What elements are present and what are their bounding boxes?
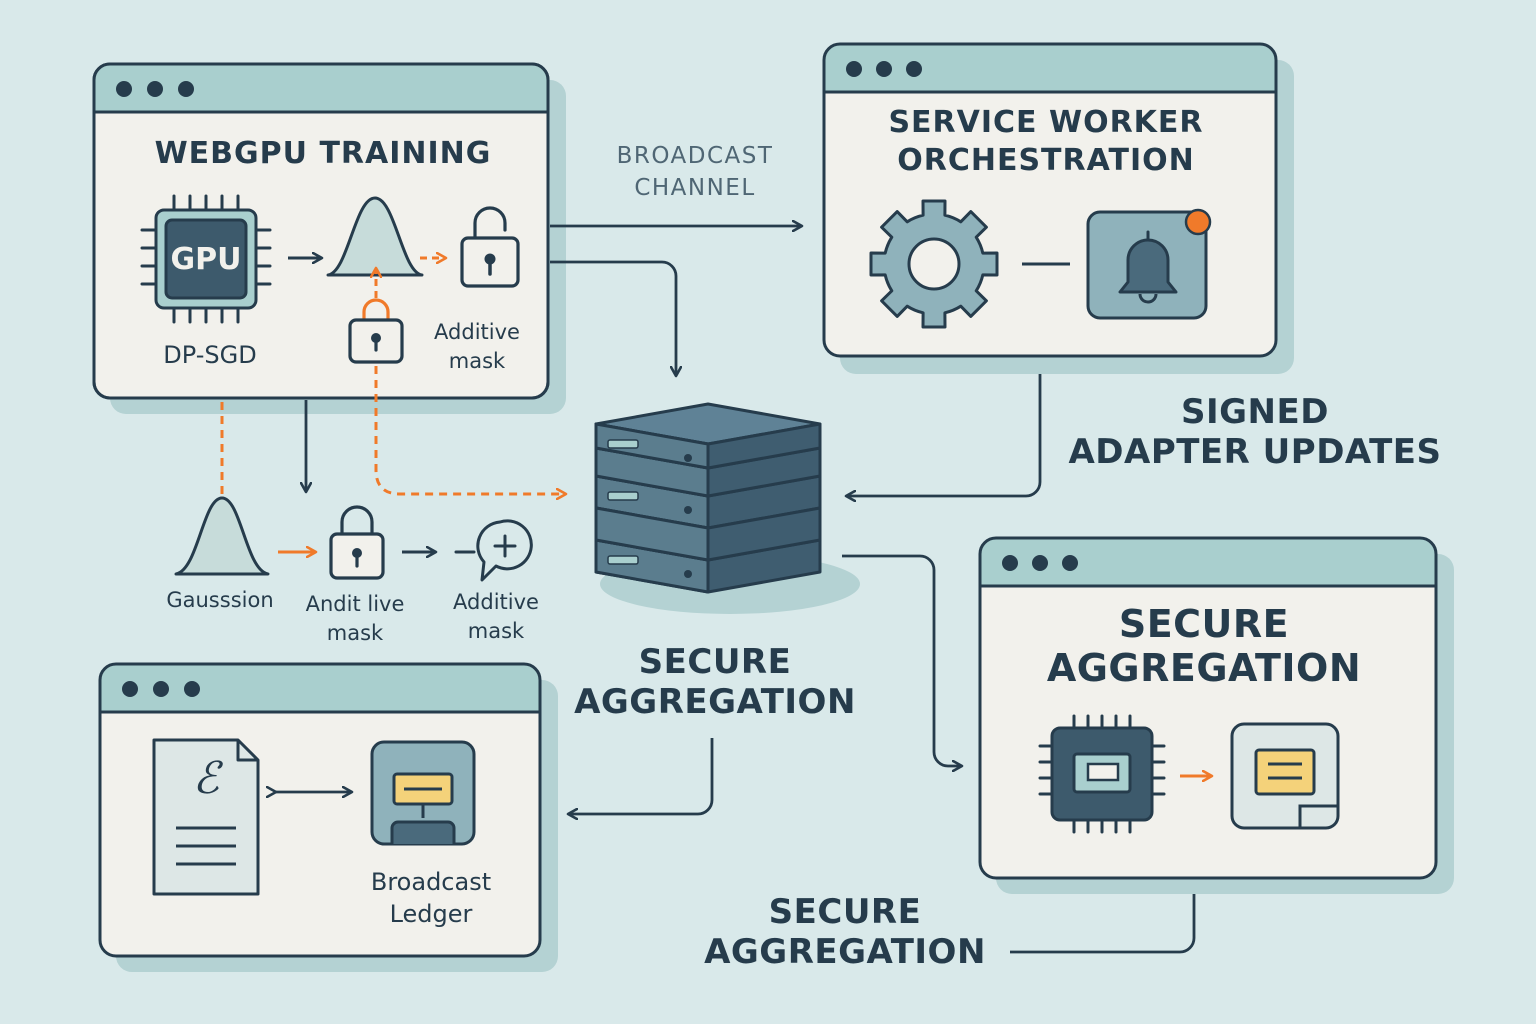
unlocked-padlock-icon bbox=[460, 206, 520, 288]
dashed-connector bbox=[374, 366, 566, 494]
gpu-chip-icon bbox=[140, 194, 272, 324]
training-window bbox=[92, 62, 566, 414]
ledger-caption-line1: Broadcast bbox=[370, 868, 492, 896]
window-dot-icon bbox=[147, 81, 163, 97]
gear-icon bbox=[869, 199, 999, 329]
window-dot-icon bbox=[184, 681, 200, 697]
orchestration-window bbox=[822, 42, 1294, 374]
server-label-line2: AGGREGATION bbox=[574, 682, 856, 722]
window-dot-icon bbox=[1032, 555, 1048, 571]
window-dot-icon bbox=[1002, 555, 1018, 571]
footer-label-line1: SECURE bbox=[768, 892, 922, 932]
additive-label-line1: Additive bbox=[453, 590, 539, 614]
gpu-chip-label: GPU bbox=[170, 242, 242, 277]
broadcast-channel-label: BROADCAST CHANNEL bbox=[590, 140, 800, 204]
aggregation-title-line1: SECURE bbox=[1118, 602, 1290, 646]
connector-arrow bbox=[550, 260, 676, 376]
signed-updates-label: SIGNED ADAPTER UPDATES bbox=[1060, 392, 1450, 472]
dp-sgd-caption: DP-SGD bbox=[163, 341, 257, 369]
aggregation-title-line2: AGGREGATION bbox=[1046, 646, 1362, 690]
aggregation-window bbox=[978, 536, 1454, 894]
server-label: SECURE AGGREGATION bbox=[560, 642, 870, 722]
audit-label-line2: mask bbox=[326, 621, 384, 645]
gaussian-curve-icon bbox=[326, 196, 424, 277]
window-dot-icon bbox=[846, 61, 862, 77]
window-dot-icon bbox=[122, 681, 138, 697]
window-dot-icon bbox=[153, 681, 169, 697]
window-dot-icon bbox=[178, 81, 194, 97]
window-dot-icon bbox=[906, 61, 922, 77]
gaussian-label: Gausssion bbox=[166, 588, 274, 612]
orchestration-title-line1: SERVICE WORKER bbox=[888, 105, 1204, 140]
document-icon bbox=[152, 738, 260, 896]
audit-mask-label: Andit live mask bbox=[290, 590, 420, 648]
additive-mask-label: Additive mask bbox=[436, 588, 556, 646]
channel-label-line2: CHANNEL bbox=[634, 175, 756, 201]
bell-notification-icon bbox=[1086, 208, 1212, 320]
connector-line bbox=[1010, 880, 1196, 954]
server-label-line1: SECURE bbox=[638, 642, 792, 682]
window-dot-icon bbox=[1062, 555, 1078, 571]
ledger-caption: Broadcast Ledger bbox=[346, 866, 516, 930]
window-dot-icon bbox=[876, 61, 892, 77]
signed-updates-line2: ADAPTER UPDATES bbox=[1068, 432, 1442, 472]
connector-arrow bbox=[842, 554, 962, 766]
signed-updates-line1: SIGNED bbox=[1181, 392, 1329, 432]
server-stack-icon bbox=[594, 402, 860, 614]
chip-icon bbox=[1038, 714, 1166, 834]
padlock-icon bbox=[348, 298, 404, 364]
mask-caption-line1: Additive bbox=[434, 320, 520, 344]
connector-arrow bbox=[846, 360, 1042, 496]
aggregation-window-title: SECURE AGGREGATION bbox=[984, 602, 1424, 690]
gaussian-curve-icon bbox=[174, 496, 270, 576]
footer-label-line2: AGGREGATION bbox=[704, 932, 986, 972]
footer-label: SECURE AGGREGATION bbox=[690, 892, 1000, 972]
channel-label-line1: BROADCAST bbox=[616, 143, 774, 169]
mask-caption: Additive mask bbox=[420, 318, 534, 376]
mask-caption-line2: mask bbox=[448, 349, 506, 373]
window-dot-icon bbox=[116, 81, 132, 97]
epsilon-symbol: ℰ bbox=[192, 753, 220, 804]
orchestration-window-title: SERVICE WORKER ORCHESTRATION bbox=[826, 104, 1266, 180]
terminal-node-icon bbox=[370, 740, 476, 846]
ledger-caption-line2: Ledger bbox=[389, 900, 473, 928]
padlock-icon bbox=[329, 505, 385, 580]
audit-label-line1: Andit live bbox=[305, 592, 405, 616]
training-window-title: WEBGPU TRAINING bbox=[154, 136, 492, 171]
additive-label-line2: mask bbox=[467, 619, 525, 643]
additive-mask-icon bbox=[454, 519, 533, 582]
orchestration-title-line2: ORCHESTRATION bbox=[897, 143, 1195, 178]
note-card-icon bbox=[1230, 722, 1340, 830]
connector-arrow bbox=[568, 738, 714, 814]
